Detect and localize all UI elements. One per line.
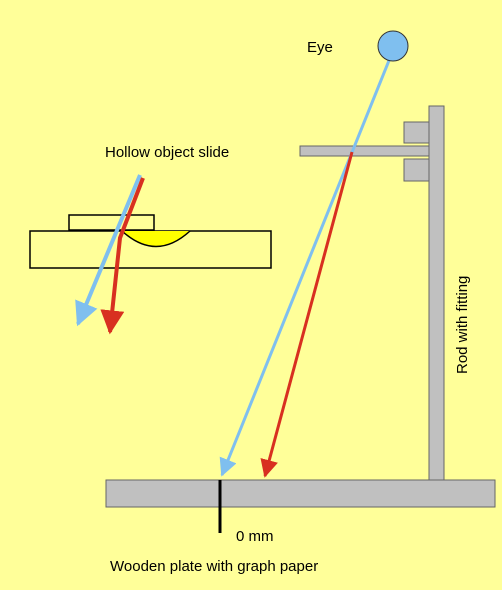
fitting-block-bottom xyxy=(403,158,430,182)
slide-blue-ray xyxy=(75,174,142,327)
rod-label: Rod with fitting xyxy=(454,276,471,374)
eye-label: Eye xyxy=(307,39,333,56)
plate-label: Wooden plate with graph paper xyxy=(110,558,318,575)
cover-glass xyxy=(68,214,155,231)
slide-red-ray xyxy=(100,177,145,335)
wooden-plate xyxy=(105,479,496,508)
slide-label: Hollow object slide xyxy=(105,144,229,161)
rod xyxy=(428,105,445,481)
slide-body xyxy=(29,230,272,269)
hollow-curve xyxy=(121,230,191,248)
zero-label: 0 mm xyxy=(236,528,274,545)
fitting-block-top xyxy=(403,121,430,144)
horizontal-arm xyxy=(299,145,430,157)
red-ray xyxy=(260,151,354,478)
eye-icon xyxy=(377,30,409,62)
blue-ray xyxy=(219,57,392,477)
slide-inset xyxy=(29,174,272,335)
